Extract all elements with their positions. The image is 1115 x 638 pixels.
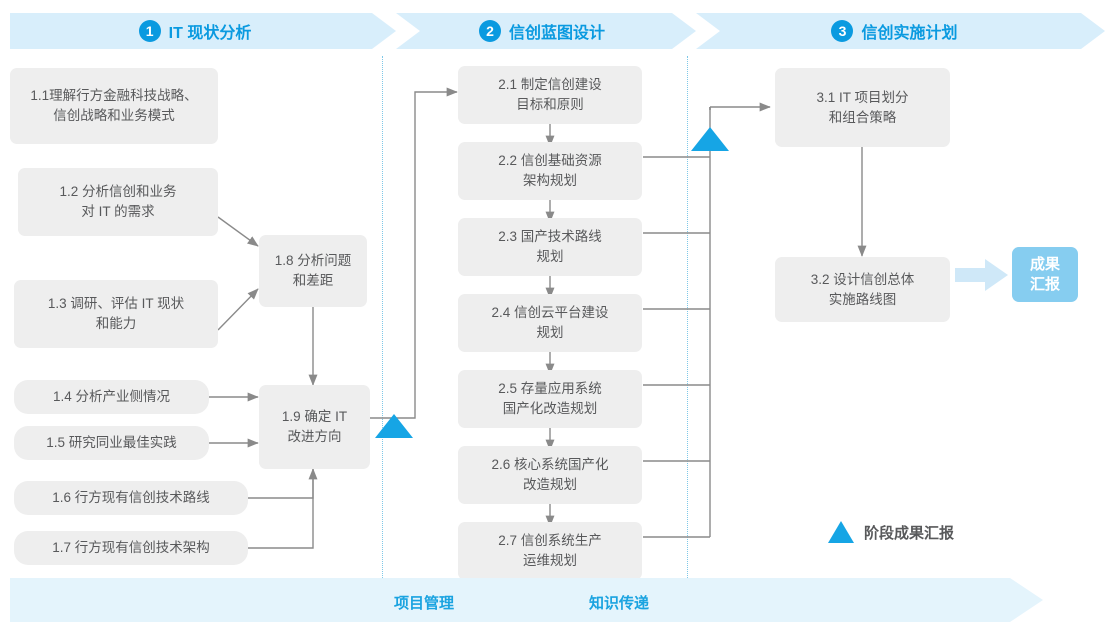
wire-1-2-to-1-8 <box>217 216 259 247</box>
legend: 阶段成果汇报 <box>828 521 954 543</box>
process-box-1-5[interactable]: 1.5 研究同业最佳实践 <box>14 426 209 460</box>
process-box-2-2[interactable]: 2.2 信创基础资源 架构规划 <box>458 142 642 200</box>
process-box-1-8[interactable]: 1.8 分析问题 和差距 <box>259 235 367 307</box>
process-box-1-4[interactable]: 1.4 分析产业侧情况 <box>14 380 209 414</box>
wire-1-9-to-2-1 <box>370 87 458 419</box>
footer-band <box>10 578 1043 622</box>
stage-number-2: 2 <box>478 20 501 42</box>
wire-1-6-to-1-9 <box>248 468 318 499</box>
stage-title-1: IT 现状分析 <box>168 25 252 42</box>
process-box-1-2[interactable]: 1.2 分析信创和业务 对 IT 的需求 <box>18 168 218 236</box>
process-box-1-7[interactable]: 1.7 行方现有信创技术架构 <box>14 531 248 565</box>
process-box-1-1[interactable]: 1.1理解行方金融科技战略、 信创战略和业务模式 <box>10 68 218 144</box>
process-box-2-3[interactable]: 2.3 国产技术路线 规划 <box>458 218 642 276</box>
arrow-3-2-to-result <box>955 259 1008 291</box>
process-box-2-4[interactable]: 2.4 信创云平台建设 规划 <box>458 294 642 352</box>
process-box-2-6[interactable]: 2.6 核心系统国产化 改造规划 <box>458 446 642 504</box>
stage-number-1: 1 <box>138 20 161 42</box>
result-box[interactable]: 成果 汇报 <box>1012 247 1078 302</box>
wire-1-3-to-1-8 <box>217 288 259 331</box>
column-divider-1 <box>382 56 383 580</box>
process-box-1-6[interactable]: 1.6 行方现有信创技术路线 <box>14 481 248 515</box>
stage-banner-3: 3 信创实施计划 <box>696 13 1105 49</box>
milestone-triangle-stage1 <box>375 414 413 438</box>
milestone-triangle-icon <box>828 521 854 543</box>
stage-banner-1: 1 IT 现状分析 <box>10 13 396 49</box>
stage-number-3: 3 <box>831 20 854 42</box>
process-box-1-3[interactable]: 1.3 调研、评估 IT 现状 和能力 <box>14 280 218 348</box>
stage-title-2: 信创蓝图设计 <box>508 25 605 42</box>
legend-label: 阶段成果汇报 <box>864 524 955 542</box>
stage-banner-2: 2 信创蓝图设计 <box>396 13 696 49</box>
process-box-3-1[interactable]: 3.1 IT 项目划分 和组合策略 <box>775 68 950 147</box>
column-divider-2 <box>687 56 688 580</box>
footer-label-project-management: 项目管理 <box>394 595 455 612</box>
wire-1-7-to-1-9 <box>248 469 314 549</box>
stage-title-3: 信创实施计划 <box>861 25 958 42</box>
milestone-triangle-stage2 <box>691 127 729 151</box>
process-box-1-9[interactable]: 1.9 确定 IT 改进方向 <box>259 385 370 469</box>
process-box-2-5[interactable]: 2.5 存量应用系统 国产化改造规划 <box>458 370 642 428</box>
process-box-2-1[interactable]: 2.1 制定信创建设 目标和原则 <box>458 66 642 124</box>
process-box-3-2[interactable]: 3.2 设计信创总体 实施路线图 <box>775 257 950 322</box>
process-box-2-7[interactable]: 2.7 信创系统生产 运维规划 <box>458 522 642 580</box>
footer-label-knowledge-transfer: 知识传递 <box>589 595 650 612</box>
